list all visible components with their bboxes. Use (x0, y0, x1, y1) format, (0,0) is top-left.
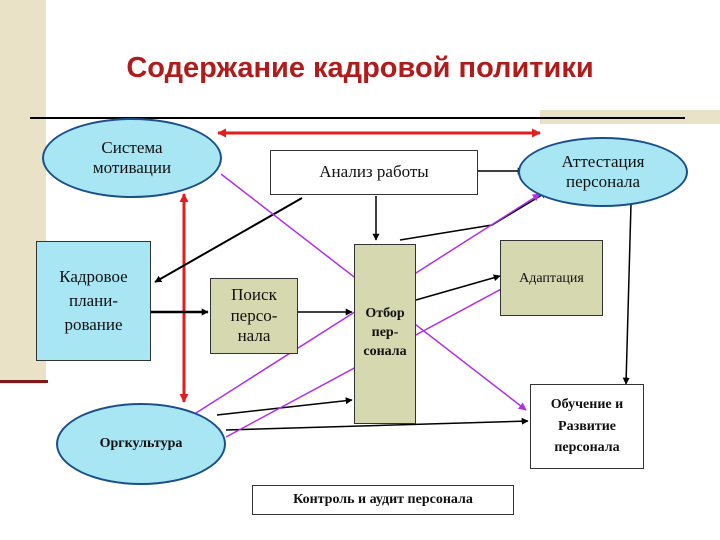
node-training: Обучение и Развитие персонала (530, 384, 644, 469)
arrow-selection-to-attestation (399, 191, 548, 241)
node-adaptation: Адаптация (500, 240, 603, 316)
arrow-attestation-to-training (622, 203, 632, 385)
title-underline (30, 117, 685, 119)
node-control: Контроль и аудит персонала (252, 485, 514, 515)
node-selection: Отбор пер-сонала (354, 244, 416, 424)
arrow-job-to-planning (154, 197, 303, 283)
node-job-analysis: Анализ работы (270, 150, 478, 195)
decor-left-line (0, 380, 48, 383)
arrow-culture-to-selection (216, 397, 353, 416)
page-title: Содержание кадровой политики (126, 52, 594, 84)
node-planning: Кадровое плани-рование (36, 241, 151, 361)
node-search: Поиск персо-нала (210, 278, 298, 354)
node-attestation: Аттестация персонала (518, 137, 688, 207)
node-motivation: Система мотивации (42, 118, 222, 198)
arrow-culture-to-training (225, 417, 529, 431)
arrow-selection-to-adaptation (415, 274, 501, 301)
node-culture: Оргкультура (56, 403, 226, 485)
